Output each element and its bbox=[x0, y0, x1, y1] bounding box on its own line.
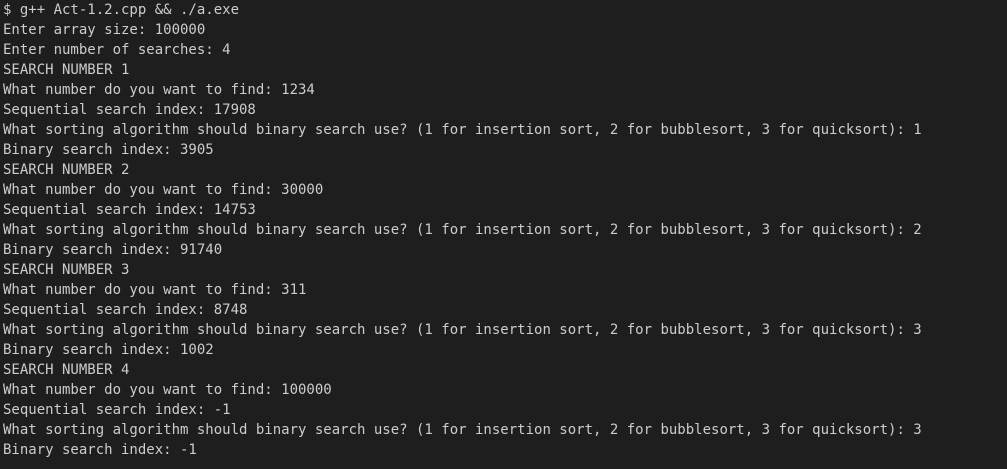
output-line: What sorting algorithm should binary sea… bbox=[3, 322, 922, 338]
output-line: Enter array size: 100000 bbox=[3, 22, 206, 38]
output-line: What sorting algorithm should binary sea… bbox=[3, 222, 922, 238]
output-line: Sequential search index: 17908 bbox=[3, 102, 256, 118]
output-line: SEARCH NUMBER 1 bbox=[3, 62, 130, 78]
output-line: What number do you want to find: 100000 bbox=[3, 382, 332, 398]
output-line: SEARCH NUMBER 3 bbox=[3, 262, 130, 278]
output-line: What number do you want to find: 30000 bbox=[3, 182, 324, 198]
output-line: Sequential search index: 14753 bbox=[3, 202, 256, 218]
output-line: Sequential search index: -1 bbox=[3, 402, 231, 418]
output-line: Binary search index: -1 bbox=[3, 442, 197, 458]
output-line: What number do you want to find: 311 bbox=[3, 282, 307, 298]
output-line: Sequential search index: 8748 bbox=[3, 302, 248, 318]
output-line: What sorting algorithm should binary sea… bbox=[3, 422, 922, 438]
output-line: What number do you want to find: 1234 bbox=[3, 82, 315, 98]
output-line: SEARCH NUMBER 2 bbox=[3, 162, 130, 178]
output-line: SEARCH NUMBER 4 bbox=[3, 362, 130, 378]
output-line: What sorting algorithm should binary sea… bbox=[3, 122, 922, 138]
output-line: Enter number of searches: 4 bbox=[3, 42, 231, 58]
output-line: Binary search index: 3905 bbox=[3, 142, 214, 158]
output-line: Binary search index: 1002 bbox=[3, 342, 214, 358]
output-line: Binary search index: 91740 bbox=[3, 242, 223, 258]
command-line: $ g++ Act-1.2.cpp && ./a.exe bbox=[3, 2, 240, 18]
